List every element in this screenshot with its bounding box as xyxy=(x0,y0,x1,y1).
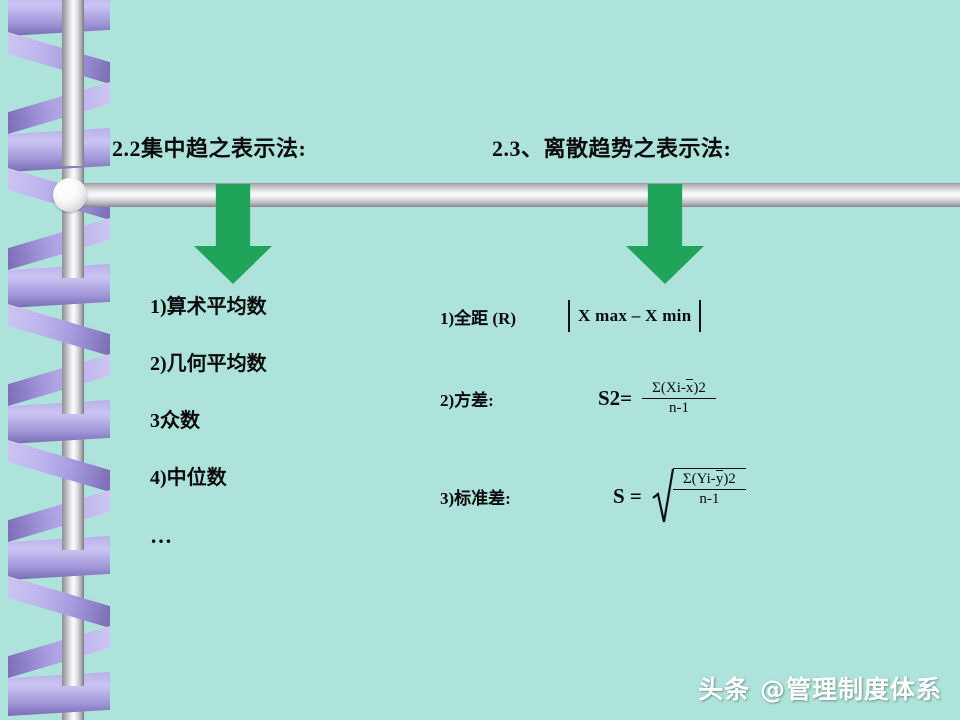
dispersion-row-range: 1)全距 (R) X max – X min xyxy=(440,300,702,332)
spiral-ribbon-segment xyxy=(8,626,110,678)
radicand: Σ(Yi-y)2 n-1 xyxy=(672,468,746,524)
spiral-ribbon-segment xyxy=(8,128,110,172)
radical-sign-icon xyxy=(652,468,674,524)
list-item: 1)算术平均数 xyxy=(150,296,267,318)
page-title-right: 2.3、离散趋势之表示法: xyxy=(492,136,732,161)
numerator-suffix: )2 xyxy=(693,380,706,396)
spiral-ribbon-segment xyxy=(8,304,110,356)
dispersion-row-stddev: 3)标准差: S = Σ(Yi-y)2 n-1 xyxy=(440,468,746,524)
stddev-formula: S = Σ(Yi-y)2 n-1 xyxy=(613,468,746,524)
spiral-ribbon-segment xyxy=(8,218,110,270)
spiral-ribbon-segment xyxy=(8,440,110,492)
list-item: 2)几何平均数 xyxy=(150,353,267,375)
spiral-binding-decoration xyxy=(0,0,130,720)
spiral-pole-front xyxy=(62,0,84,166)
horizontal-divider-bar xyxy=(64,183,960,207)
spiral-ribbon-segment xyxy=(8,672,110,716)
list-item: 4)中位数 xyxy=(150,467,227,489)
spiral-pole-front xyxy=(62,634,84,686)
spiral-pole-front xyxy=(62,226,84,278)
stddev-fraction: Σ(Yi-y)2 n-1 xyxy=(672,469,746,509)
range-formula: X max – X min xyxy=(568,300,702,332)
row-label: 2)方差: xyxy=(440,391,494,411)
spiral-ribbon-segment xyxy=(8,576,110,628)
spiral-ribbon-segment xyxy=(8,354,110,406)
fraction-numerator: Σ(Yi-y)2 xyxy=(673,469,746,489)
central-tendency-list: 1)算术平均数 2)几何平均数 3众数 4)中位数 … xyxy=(150,296,410,583)
spiral-ribbon-segment xyxy=(8,490,110,542)
numerator-prefix: Σ(Yi- xyxy=(682,471,716,487)
fraction-denominator: n-1 xyxy=(672,489,746,508)
spiral-ribbon-segment xyxy=(8,264,110,308)
page-title-left: 2.2集中趋之表示法: xyxy=(112,136,307,161)
bar-knob-sphere xyxy=(53,178,87,212)
numerator-variable-overbar: x xyxy=(685,378,694,396)
numerator-suffix: )2 xyxy=(723,471,736,487)
spiral-pole-front xyxy=(62,362,84,414)
spiral-ribbon-segment xyxy=(8,0,110,36)
numerator-prefix: Σ(Xi- xyxy=(652,380,686,396)
spiral-ribbon-segment xyxy=(8,32,110,84)
fraction-denominator: n-1 xyxy=(642,398,716,417)
variance-fraction: Σ(Xi-x)2 n-1 xyxy=(642,378,716,418)
variance-lead: S2= xyxy=(598,386,633,411)
fraction-numerator: Σ(Xi-x)2 xyxy=(642,378,716,398)
list-item-ellipsis: … xyxy=(150,523,174,548)
stddev-lead: S = xyxy=(613,483,642,508)
spiral-ribbon-segment xyxy=(8,536,110,580)
numerator-variable-overbar: y xyxy=(715,469,724,487)
row-label: 1)全距 (R) xyxy=(440,308,517,328)
square-root-group: Σ(Yi-y)2 n-1 xyxy=(652,468,746,524)
dispersion-row-variance: 2)方差: S2= Σ(Xi-x)2 n-1 xyxy=(440,378,716,418)
watermark-text: 头条 @管理制度体系 xyxy=(698,675,942,704)
spiral-ribbon-segment xyxy=(8,400,110,444)
variance-formula: S2= Σ(Xi-x)2 n-1 xyxy=(598,378,716,418)
spiral-pole-front xyxy=(62,498,84,550)
row-label: 3)标准差: xyxy=(440,488,511,508)
list-item: 3众数 xyxy=(150,410,200,432)
spiral-ribbon-segment xyxy=(8,82,110,134)
